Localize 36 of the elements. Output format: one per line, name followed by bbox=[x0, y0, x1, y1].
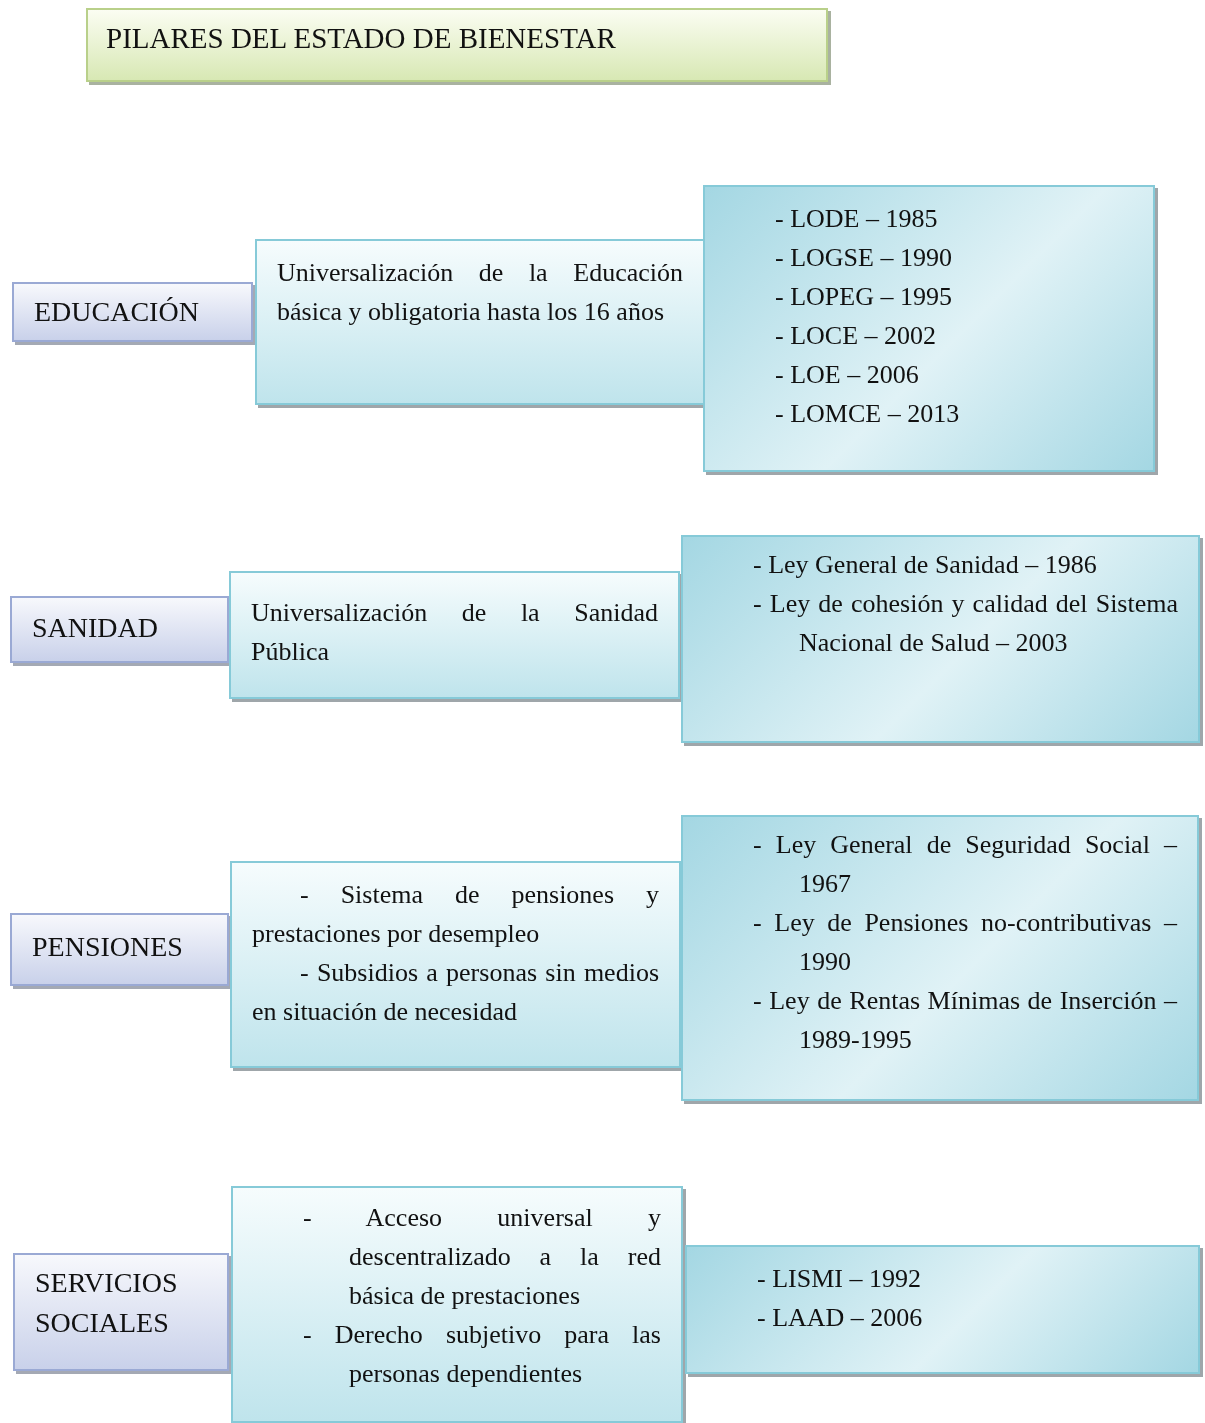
law-item: - LAAD – 2006 bbox=[757, 1302, 924, 1334]
law-list-box bbox=[685, 1245, 1200, 1374]
law-item: - LODE – 1985 bbox=[775, 203, 939, 235]
pillar-box bbox=[13, 1253, 229, 1371]
description-text: Universalización de la Educación básica y obligatoria hasta los 16 años bbox=[277, 257, 683, 328]
pillar-box bbox=[12, 282, 253, 342]
description-text: - Derecho subjetivo para las personas dependientes bbox=[303, 1319, 661, 1390]
law-item: - Ley de Pensiones no-contributivas – 1990 bbox=[753, 907, 1177, 978]
description-box bbox=[231, 1186, 683, 1423]
description-box bbox=[229, 571, 680, 699]
law-item: - LOGSE – 1990 bbox=[775, 242, 953, 274]
law-list-box bbox=[681, 815, 1199, 1101]
law-item: - Ley General de Seguridad Social – 1967 bbox=[753, 829, 1177, 900]
pillar-label: EDUCACIÓN bbox=[34, 295, 200, 329]
pillar-label: SERVICIOS SOCIALES bbox=[35, 1266, 179, 1340]
law-list-box bbox=[703, 185, 1155, 472]
law-item: - LISMI – 1992 bbox=[757, 1263, 922, 1295]
law-item: - LOCE – 2002 bbox=[775, 320, 938, 352]
description-box bbox=[255, 239, 705, 405]
law-item: - Ley de cohesión y calidad del Sistema Nacional de Salud – 2003 bbox=[753, 588, 1178, 659]
law-item: - Ley General de Sanidad – 1986 bbox=[753, 549, 1098, 581]
law-item: - Ley de Rentas Mínimas de Inserción – 1989-1995 bbox=[753, 985, 1177, 1056]
law-item: - LOE – 2006 bbox=[775, 359, 920, 391]
pillar-box bbox=[10, 913, 229, 986]
law-list-box bbox=[681, 535, 1200, 743]
pillar-box bbox=[10, 596, 229, 663]
description-text: - Subsidios a personas sin medios en situación de necesidad bbox=[252, 957, 659, 1028]
description-box bbox=[230, 861, 681, 1068]
pillar-label: PENSIONES bbox=[32, 930, 184, 964]
description-text: - Sistema de pensiones y prestaciones por desempleo bbox=[252, 879, 659, 950]
description-text: Universalización de la Sanidad Pública bbox=[251, 597, 658, 668]
title-text: PILARES DEL ESTADO DE BIENESTAR bbox=[106, 22, 616, 55]
law-item: - LOMCE – 2013 bbox=[775, 398, 961, 430]
pillar-label: SANIDAD bbox=[32, 611, 159, 645]
description-text: - Acceso universal y descentralizado a la red básica de prestaciones bbox=[303, 1202, 661, 1312]
law-item: - LOPEG – 1995 bbox=[775, 281, 953, 313]
